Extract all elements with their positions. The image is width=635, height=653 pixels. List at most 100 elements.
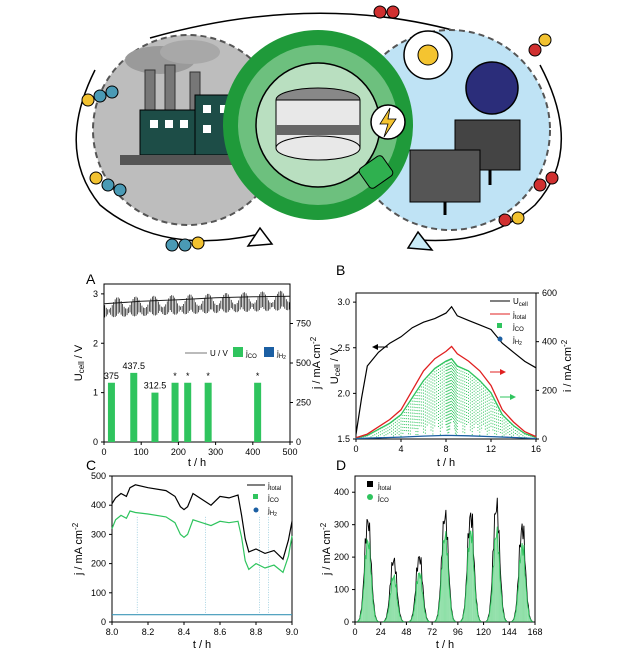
legend-label-jco: jCO [512,322,524,333]
panel-label-b: B [336,262,345,278]
x-tick-label: 0 [101,447,106,457]
y-axis-label-left: Ucell / V [329,347,342,384]
bar-jco [107,382,115,442]
x-axis-label: t / h [437,457,455,469]
x-tick-label: 200 [171,447,186,457]
bar-data-label: 312.5 [144,381,167,391]
j-co-series [355,357,537,439]
schematic-illustration [75,5,563,252]
x-tick-label: 8.6 [214,627,227,637]
y-tick-label: 400 [334,487,349,497]
cycle-arrow-icon [246,226,274,247]
y-tick-label: 0 [542,434,547,444]
cycle-arrow-icon [419,64,563,242]
bar-data-label: * [186,371,190,381]
y-axis-label-right: i / mA cm-2 [560,339,574,392]
legend-label-jtotal: jtotal [267,481,281,492]
y-tick-label: 2.5 [337,343,350,353]
co2-molecule-icon [81,5,559,252]
x-tick-label: 9.0 [286,627,299,637]
x-tick-label: 12 [486,444,496,454]
legend-swatch [264,347,274,357]
legend-label-jco: jCO [377,493,389,504]
x-tick-label: 400 [245,447,260,457]
y-tick-label: 300 [334,520,349,530]
x-tick-label: 8.4 [178,627,191,637]
y-tick-label: 0 [296,437,301,447]
bar-jco [171,382,179,442]
j-total-series [355,345,537,439]
legend-swatch [497,336,503,342]
y-tick-label: 0 [344,617,349,627]
bar-jco [130,372,138,442]
x-tick-label: 500 [282,447,297,457]
legend-label-ucell: Ucell [513,297,528,308]
x-tick-label: 24 [376,627,386,637]
j-co-peak [511,543,534,623]
legend-label-jtotal: jtotal [512,310,526,321]
legend-swatch [253,507,259,513]
y-tick-label: 100 [91,588,106,598]
x-tick-label: 0 [353,444,358,454]
x-tick-label: 8.2 [142,627,155,637]
y-tick-label: 600 [542,288,557,298]
y-tick-label: 300 [91,529,106,539]
x-tick-label: 48 [401,627,411,637]
y-tick-label: 400 [91,500,106,510]
y-axis-label: j / mA cm-2 [319,522,333,576]
axis-indicator-arrow [500,369,506,375]
x-tick-label: 100 [134,447,149,457]
j-h2-series [355,434,537,440]
plug-icon [358,155,394,189]
y-tick-label: 100 [334,585,349,595]
bar-data-label: 375 [104,371,119,381]
y-tick-label: 200 [91,559,106,569]
solar-panel-icon [409,119,521,215]
y-tick-label: 2 [93,338,98,348]
j-total-series [111,484,293,561]
j-co-peak [459,530,482,623]
y-tick-label: 0 [93,437,98,447]
legend-label-jco: jCO [245,349,257,360]
j-co-peak [408,572,431,623]
panel-label-c: C [86,457,96,473]
y-tick-label: 200 [334,552,349,562]
x-axis-label: t / h [188,457,206,469]
moon-icon [465,61,519,115]
legend-label-jtotal: jtotal [377,481,391,492]
y-tick-label: 200 [542,385,557,395]
legend-label-ucell: U / V [210,349,228,358]
legend-swatch [367,481,373,487]
x-tick-label: 0 [352,627,357,637]
cycle-arrow-icon [149,12,471,39]
x-tick-label: 72 [427,627,437,637]
y-tick-label: 1.5 [337,434,350,444]
legend: jtotal jCO jH2 [247,481,281,518]
x-tick-label: 120 [476,627,491,637]
j-co-peak [356,538,379,623]
u-cell-series [355,305,537,435]
x-tick-label: 16 [531,444,541,454]
bar-data-label: * [256,371,260,381]
legend-label-jh2: jH2 [512,335,522,347]
bar-jco [184,382,192,442]
j-co-series [111,510,293,574]
bar-data-label: 437.5 [122,361,145,371]
y-tick-label: 1 [93,388,98,398]
x-tick-label: 8.8 [250,627,263,637]
y-axis-label-right: j / mA cm-2 [309,336,323,390]
x-tick-label: 8 [443,444,448,454]
y-tick-label: 250 [296,398,311,408]
x-tick-label: 168 [527,627,542,637]
bar-jco [151,392,159,442]
legend: Ucell jtotal jCO jH2 [490,297,528,347]
x-tick-label: 8.0 [106,627,119,637]
y-axis-label: j / mA cm-2 [71,522,85,576]
x-tick-label: 96 [453,627,463,637]
y-axis-label-left: Ucell / V [73,344,86,381]
y-tick-label: 3.0 [337,297,350,307]
y-tick-label: 400 [542,337,557,347]
